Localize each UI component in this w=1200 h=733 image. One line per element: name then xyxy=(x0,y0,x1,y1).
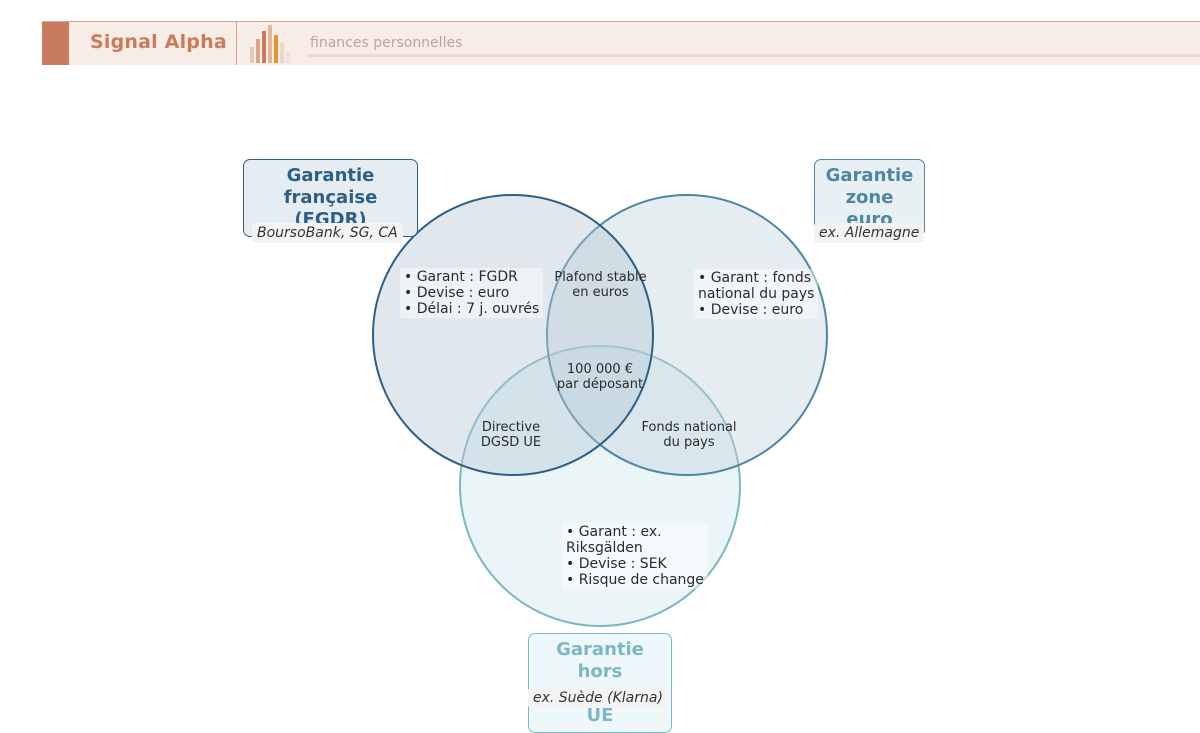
circle-garantie-hors-zone-euro xyxy=(459,345,741,627)
intersection-fr-eu: Plafond stable en euros xyxy=(554,270,647,300)
bullets-garantie-hors-zone-euro: • Garant : ex. Riksgälden • Devise : SEK… xyxy=(562,523,708,589)
circle-garantie-francaise xyxy=(372,194,654,476)
intersection-fr-noneuro: Directive DGSD UE xyxy=(480,420,542,450)
header-tagline: finances personnelles xyxy=(310,35,463,51)
header-divider xyxy=(236,22,237,65)
bar-chart-logo-icon xyxy=(250,25,290,63)
header-rule xyxy=(308,54,1200,57)
intersection-all: 100 000 € par déposant xyxy=(556,362,644,392)
circle-garantie-zone-euro xyxy=(546,194,828,476)
bullets-garantie-francaise: • Garant : FGDR • Devise : euro • Délai … xyxy=(400,268,544,318)
brand-name[interactable]: Signal Alpha xyxy=(90,31,227,53)
header-accent-bar xyxy=(42,22,69,65)
intersection-eu-noneuro: Fonds national du pays xyxy=(641,420,737,450)
set-subtitle-garantie-francaise: BoursoBank, SG, CA xyxy=(252,223,403,243)
site-header: Signal Alpha finances personnelles xyxy=(42,21,1200,65)
set-subtitle-garantie-hors-zone-euro: ex. Suède (Klarna) xyxy=(528,688,668,708)
bullets-garantie-zone-euro: • Garant : fonds national du pays • Devi… xyxy=(694,269,819,319)
set-title-garantie-hors-zone-euro: Garantie hors zone euro UE xyxy=(528,633,672,733)
set-subtitle-garantie-zone-euro: ex. Allemagne xyxy=(814,223,925,243)
